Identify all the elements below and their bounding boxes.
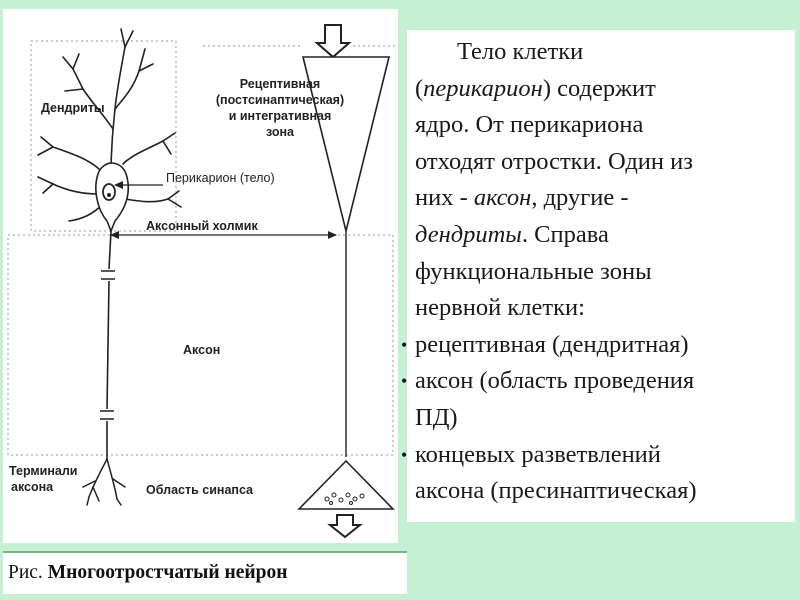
label-terminals-1: Терминали: [9, 464, 78, 478]
caption-title: Многоотростчатый нейрон: [47, 562, 288, 583]
label-dendrites: Дендриты: [41, 101, 105, 115]
axon-line: [100, 230, 115, 459]
neuron-diagram-panel: Дендриты Рецептивная (постсинаптическая)…: [3, 9, 398, 543]
paragraph-line: функциональные зоны: [415, 254, 789, 291]
text-segment: ) содержит: [542, 74, 656, 102]
label-receptive-3: и интегративная: [229, 109, 332, 123]
label-receptive-1: Рецептивная: [240, 77, 320, 91]
paragraph-line: них - аксон, другие -: [415, 180, 789, 217]
label-perikaryon: Перикарион (тело): [166, 171, 275, 185]
input-arrow-icon: [314, 24, 352, 59]
description-paragraph: Тело клетки (перикарион) содержит ядро. От…: [415, 34, 789, 327]
figure-caption: Рис. Многоотростчатый нейрон: [3, 551, 407, 594]
cell-body: [95, 162, 130, 234]
text-segment: (: [415, 74, 424, 102]
description-panel: Тело клетки (перикарион) содержит ядро. От…: [401, 30, 795, 522]
italic-term: перикарион: [423, 74, 543, 102]
italic-term: дендриты: [415, 220, 522, 248]
zone-list-item-line: рецептивная (дендритная): [415, 330, 689, 358]
zone-list-item: рецептивная (дендритная): [401, 327, 789, 364]
zone-list-item-line: аксон (область проведения: [415, 367, 695, 395]
text-segment: Тело клетки: [457, 38, 584, 65]
synapse-triangle: [297, 459, 395, 510]
paragraph-line: (перикарион) содержит: [415, 71, 789, 108]
receptive-zone-triangle: [301, 56, 391, 232]
label-terminals-2: аксона: [11, 480, 54, 494]
text-segment: . Справа: [521, 220, 609, 248]
axon-zone-box: [7, 234, 394, 456]
italic-term: аксон: [473, 184, 532, 212]
text-segment: функциональные зоны: [415, 257, 652, 285]
label-synapse-area: Область синапса: [146, 483, 254, 497]
zone-list-item-line: аксона (пресинаптическая): [415, 477, 697, 505]
dendrite-zone-box: [30, 40, 177, 232]
label-axon-hillock: Аксонный холмик: [146, 219, 258, 233]
text-segment: ядро. От перикариона: [415, 111, 644, 139]
zone-list-item: концевых разветвлений аксона (пресинаптич…: [401, 437, 789, 510]
zone-list-item-line: концевых разветвлений: [415, 440, 661, 468]
zone-list-item-line: ПД): [415, 403, 458, 431]
paragraph-line: ядро. От перикариона: [415, 107, 789, 144]
paragraph-line: дендриты. Справа: [415, 217, 789, 254]
functional-zones-list: рецептивная (дендритная) аксон (область п…: [401, 327, 789, 510]
label-receptive-2: (постсинаптическая): [216, 93, 344, 107]
text-segment: них -: [415, 184, 474, 212]
paragraph-line: нервной клетки:: [415, 290, 789, 327]
vesicles: [324, 492, 365, 505]
paragraph-line: Тело клетки: [415, 34, 789, 71]
output-arrow-icon: [327, 514, 363, 539]
neuron-diagram: Дендриты Рецептивная (постсинаптическая)…: [7, 24, 395, 539]
paragraph-line: отходят отростки. Один из: [415, 144, 789, 181]
label-receptive-4: зона: [266, 125, 295, 139]
text-segment: отходят отростки. Один из: [415, 147, 693, 175]
text-segment: нервной клетки:: [415, 294, 585, 322]
nucleus: [102, 183, 116, 201]
caption-prefix: Рис.: [8, 562, 48, 583]
label-axon: Аксон: [183, 343, 220, 357]
text-segment: , другие -: [531, 184, 629, 212]
axon-terminals: [82, 458, 126, 506]
